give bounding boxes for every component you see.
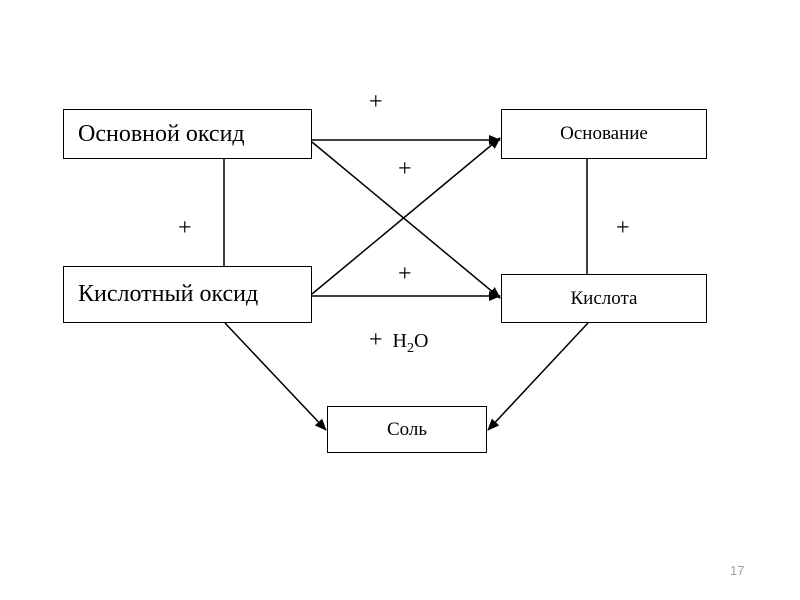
- node-salt-label: Соль: [386, 418, 428, 440]
- water-h: H: [392, 330, 407, 352]
- plus-label-top: +: [369, 89, 383, 115]
- node-acid-label: Кислота: [570, 287, 638, 309]
- plus-label-middle: +: [398, 261, 412, 287]
- page-number: 17: [730, 563, 745, 578]
- node-base: Основание: [501, 109, 707, 159]
- water-formula: H2O: [392, 330, 429, 356]
- node-base-label: Основание: [560, 123, 648, 144]
- plus-label-cross: +: [398, 156, 412, 182]
- arrow-acid-oxide-to-base: [311, 137, 501, 295]
- water-subscript: 2: [407, 341, 414, 356]
- plus-label-left: +: [178, 215, 192, 241]
- plus-label-right: +: [616, 215, 630, 241]
- arrow-acid-to-salt: [487, 322, 589, 431]
- arrow-acid-oxide-to-salt: [224, 322, 327, 431]
- node-acid: Кислота: [501, 274, 707, 323]
- node-acid-oxide-label: Кислотный оксид: [78, 281, 259, 307]
- arrow-basic-oxide-to-acid: [311, 141, 501, 299]
- node-salt: Соль: [327, 406, 487, 453]
- water-o: O: [414, 330, 429, 352]
- node-basic-oxide-label: Основной оксид: [78, 120, 245, 147]
- plus-water-label: + H2O: [369, 328, 428, 356]
- node-basic-oxide: Основной оксид: [63, 109, 312, 159]
- node-acid-oxide: Кислотный оксид: [63, 266, 312, 323]
- plus-water-sign: +: [369, 327, 383, 353]
